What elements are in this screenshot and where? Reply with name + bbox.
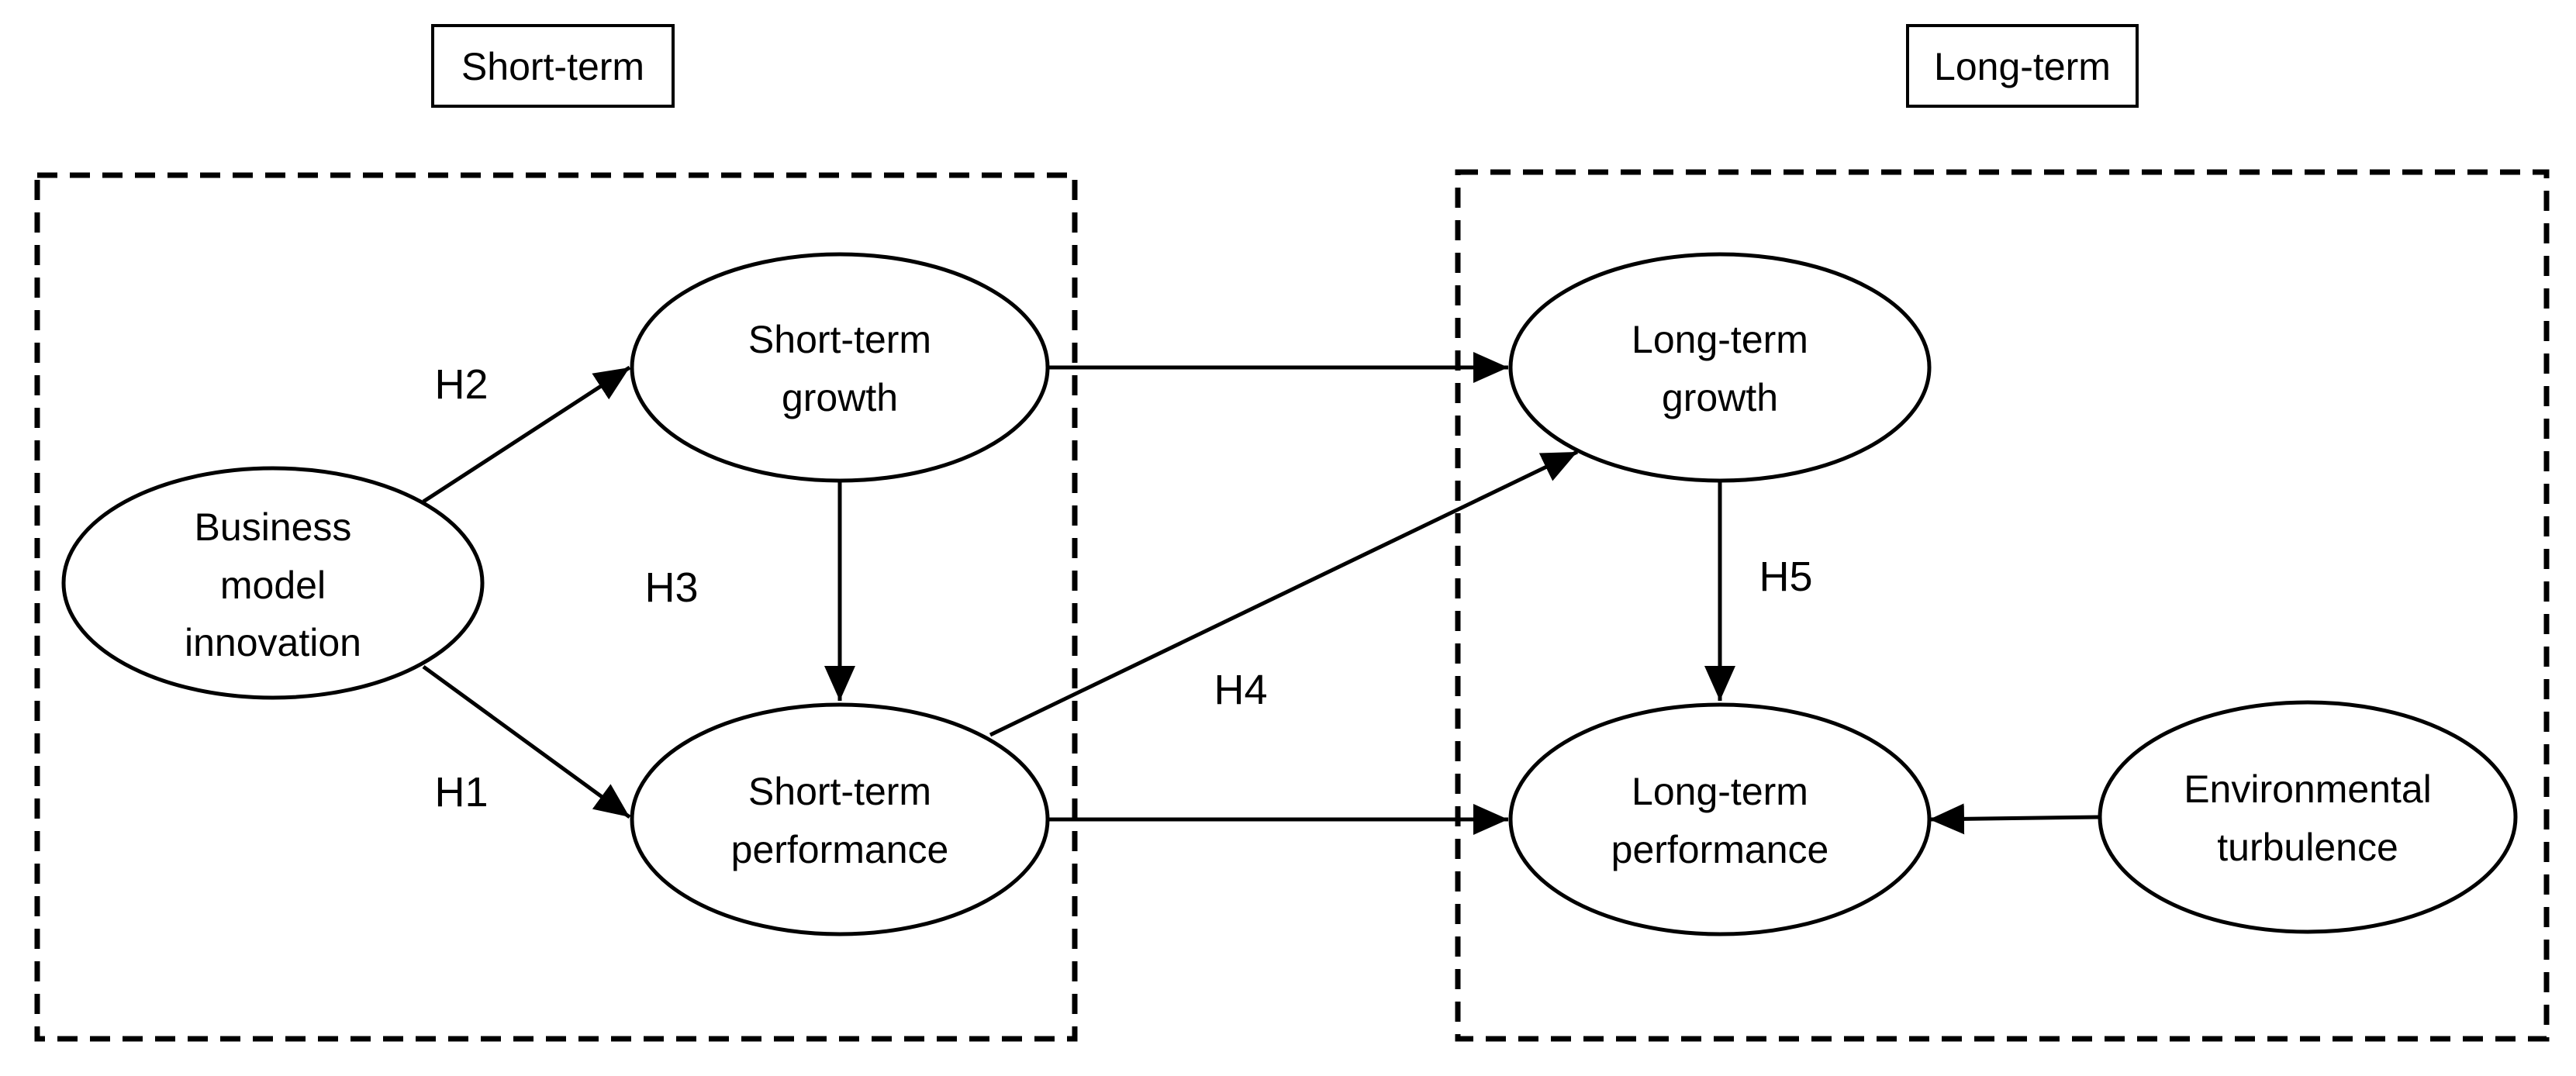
hypothesis-label-h5: H5: [1759, 554, 1812, 600]
node-label-line: model: [220, 564, 326, 607]
arrow-environmental-turbulence-to-long-term-performance: [1929, 803, 2101, 835]
long-term-header: Long-term: [1906, 24, 2139, 108]
hypothesis-label-h3: H3: [644, 564, 698, 611]
node-short-term-growth: Short-term growth: [630, 252, 1050, 483]
node-long-term-performance: Long-term performance: [1508, 702, 1932, 936]
arrow-bmi-to-short-term-growth: [422, 365, 631, 504]
arrow-bmi-to-short-term-performance: [422, 664, 631, 819]
node-label-line: Short-term: [748, 770, 931, 813]
node-environmental-turbulence: Environmental turbulence: [2098, 700, 2518, 934]
node-label-line: growth: [782, 376, 898, 419]
short-term-header-label: Short-term: [461, 45, 644, 88]
node-label-line: growth: [1662, 376, 1778, 419]
node-label-line: Long-term: [1632, 318, 1808, 361]
node-business-model-innovation: Business model innovation: [61, 466, 485, 700]
hypothesis-label-h4: H4: [1214, 667, 1267, 713]
short-term-header: Short-term: [431, 24, 675, 108]
node-label-line: performance: [1611, 828, 1829, 871]
node-label-line: innovation: [185, 621, 361, 664]
hypothesis-label-h1: H1: [434, 769, 488, 816]
node-long-term-growth: Long-term growth: [1508, 252, 1932, 483]
node-label-line: performance: [731, 828, 949, 871]
node-label-line: Business: [195, 505, 352, 549]
node-label-line: Long-term: [1632, 770, 1808, 813]
arrow-short-term-performance-to-long-term-growth: [989, 450, 1579, 737]
long-term-header-label: Long-term: [1934, 45, 2111, 88]
hypothesis-label-h2: H2: [434, 361, 488, 408]
node-label-line: Environmental: [2184, 767, 2432, 811]
node-label-line: turbulence: [2217, 826, 2398, 869]
node-short-term-performance: Short-term performance: [630, 702, 1050, 936]
short-term-group-box: [34, 172, 1078, 1042]
node-label-line: Short-term: [748, 318, 931, 361]
